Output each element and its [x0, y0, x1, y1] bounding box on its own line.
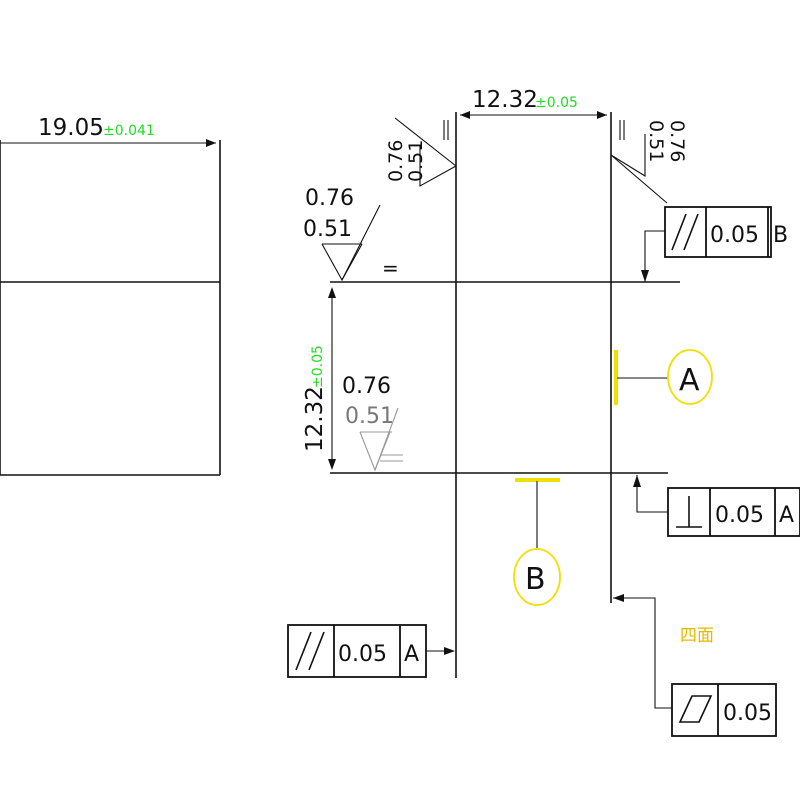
height-dimension-value: 12.32 [302, 386, 328, 452]
height-dimension-arrow-top [328, 287, 336, 298]
fcf-parallel-a: 0.05 A [287, 624, 455, 678]
fcf-perpendicular-a-arrow [633, 475, 641, 487]
top-dimension-arrow-right [597, 111, 607, 119]
fcf-parallel-a-datum: A [404, 642, 419, 667]
roughness-leader [341, 204, 381, 281]
datum-a-circle [667, 349, 713, 405]
lay-symbol-top: = [382, 256, 399, 280]
fcf-perpendicular-a: 0.05 A [633, 475, 800, 537]
datum-b-circle [513, 548, 561, 606]
roughness-left-face-lower: 0.51 [405, 140, 427, 182]
note-four-sides: 四面 [680, 626, 714, 646]
parallel-icon-line-1 [671, 213, 687, 251]
fcf-flatness-arrow [613, 594, 624, 602]
fcf-flatness-frame [671, 683, 777, 737]
roughness-inner-lower: 0.51 [345, 404, 394, 429]
height-dimension-arrow-bottom [328, 459, 336, 470]
roughness-symbol-left-face: 0.76 0.51 [385, 117, 457, 187]
fcf-perpendicular-a-datum: A [779, 503, 794, 528]
fcf-parallel-a-value: 0.05 [338, 642, 387, 667]
roughness-left-face-upper: 0.76 [385, 140, 407, 182]
fcf-perpendicular-a-frame [667, 487, 800, 537]
roughness-symbol-inner: 0.76 0.51 [342, 374, 403, 472]
roughness-inner-upper: 0.76 [342, 374, 391, 399]
roughness-top-lower: 0.51 [303, 217, 352, 242]
roughness-right-face-lower: 0.51 [645, 120, 667, 162]
fcf-parallel-a-arrow [444, 647, 455, 655]
datum-a-label: A [679, 363, 700, 398]
width-dimension-value: 19.05 [38, 115, 104, 141]
left-view: 19.05 ±0.041 [0, 115, 221, 476]
fcf-flatness-leader [613, 597, 672, 709]
fcf-parallel-b-value: 0.05 [710, 223, 759, 248]
width-dimension-tolerance: ±0.041 [103, 123, 155, 139]
fcf-perpendicular-a-leader [636, 475, 668, 513]
fcf-parallel-b-datum: B [773, 223, 788, 248]
roughness-leader [610, 154, 668, 204]
fcf-perpendicular-a-value: 0.05 [715, 503, 764, 528]
fcf-parallel-b-frame [664, 206, 772, 258]
roughness-check-mark [321, 243, 363, 282]
roughness-right-face-upper: 0.76 [666, 120, 688, 162]
fcf-flatness-value: 0.05 [723, 701, 772, 726]
fcf-flatness: 0.05 [613, 594, 777, 737]
roughness-check-mark [610, 134, 646, 177]
top-dimension-tolerance: ±0.05 [535, 95, 578, 111]
right-view: 12.32 ±0.05 12.32 ±0.05 0.76 0.51 [287, 87, 800, 737]
roughness-symbol-top-surface: 0.76 0.51 = [303, 186, 399, 282]
parallel-icon-line-1 [295, 631, 312, 671]
datum-a: A [614, 349, 713, 405]
parallel-icon-line-2 [308, 631, 325, 671]
datum-b-label: B [525, 562, 546, 597]
top-dimension-arrow-left [460, 111, 470, 119]
flatness-icon [678, 695, 713, 723]
fcf-parallel-b-leader [644, 230, 665, 282]
roughness-check-mark [419, 146, 457, 187]
roughness-symbol-right-face: 0.51 0.76 [610, 120, 688, 204]
roughness-top-upper: 0.76 [305, 186, 354, 211]
height-dimension-tolerance: ±0.05 [310, 345, 326, 388]
roughness-check-mark [359, 431, 391, 472]
fcf-parallel-b-arrow [641, 270, 649, 282]
roughness-leader [374, 407, 399, 471]
parallel-icon-line-2 [683, 213, 699, 251]
datum-b: B [513, 478, 561, 606]
top-dimension-value: 12.32 [472, 87, 538, 113]
fcf-parallel-b: 0.05 B [641, 206, 788, 282]
roughness-leader [394, 117, 457, 167]
width-dimension-arrow [206, 139, 216, 147]
